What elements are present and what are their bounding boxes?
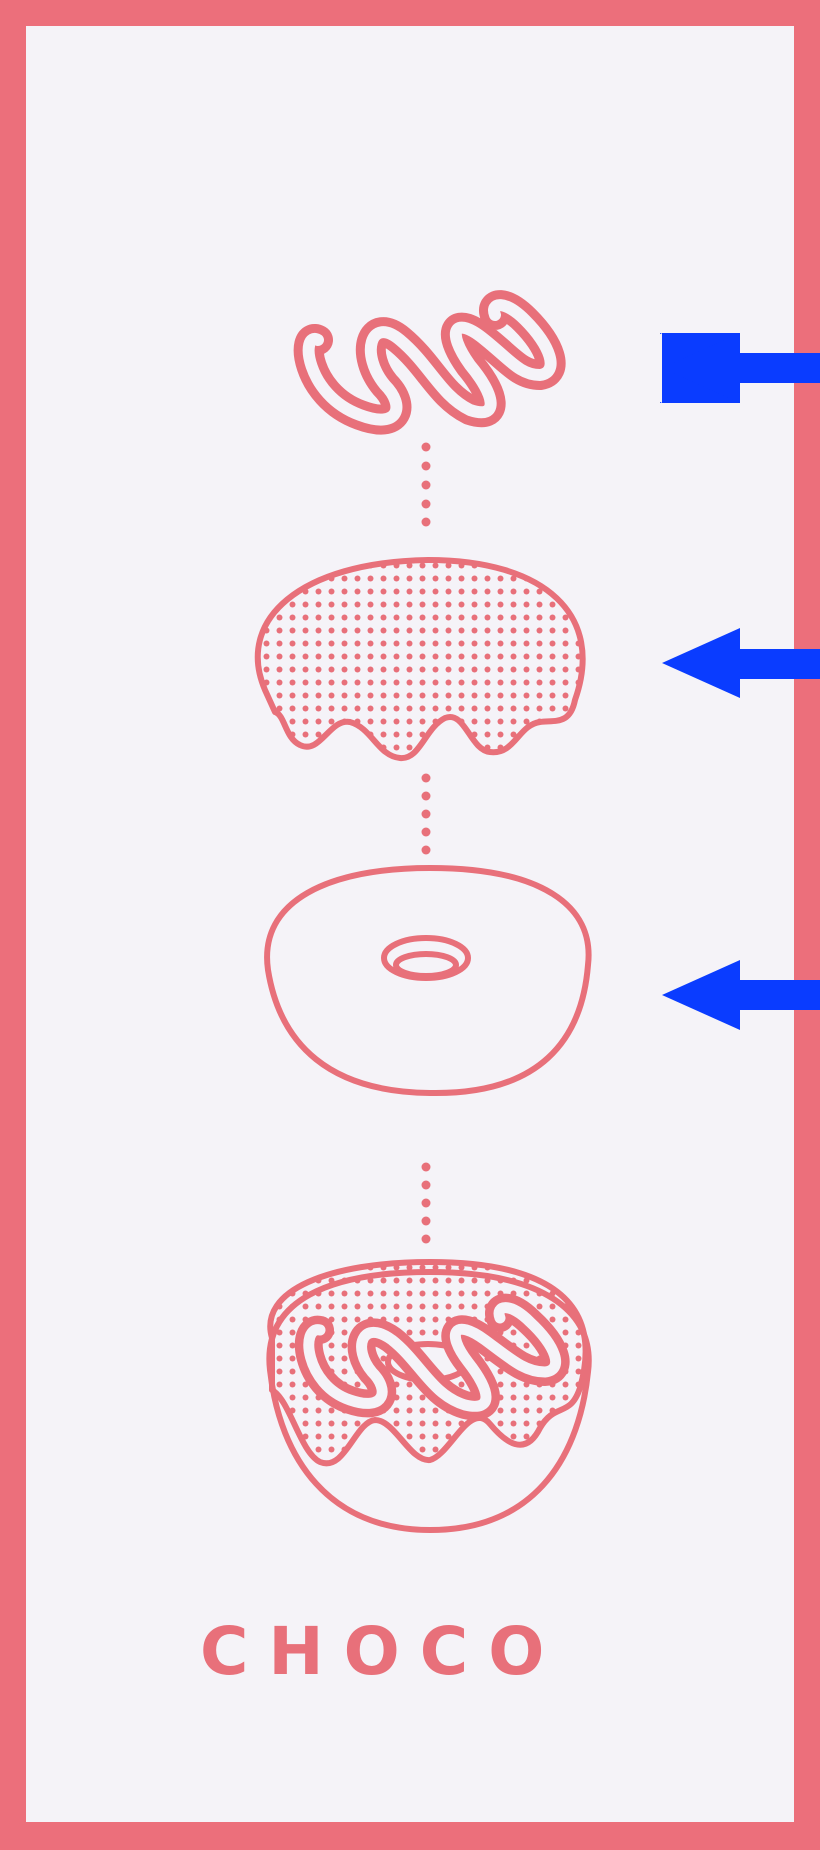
flavor-caption: CHOCO <box>200 1612 650 1692</box>
frame-background <box>26 26 794 1822</box>
